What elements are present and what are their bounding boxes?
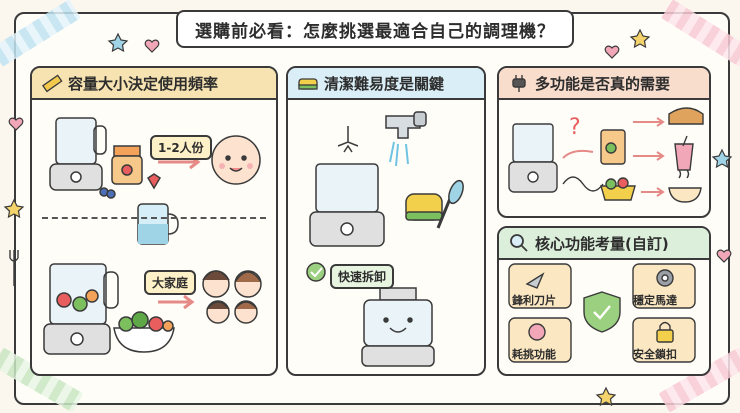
heart-icon bbox=[604, 45, 620, 59]
cleaning-panel-header: 清潔難易度是關鍵 bbox=[288, 68, 484, 100]
feature-label-sharp-blade: 鋒利刀片 bbox=[512, 294, 556, 307]
soup-bowl-icon bbox=[668, 169, 702, 203]
core-features-heading: 核心功能考量(自訂) bbox=[535, 234, 669, 253]
star-icon bbox=[595, 386, 617, 407]
baby-face-icon bbox=[211, 135, 261, 185]
lock-icon bbox=[656, 321, 674, 343]
smiling-blender-illustration bbox=[361, 287, 435, 367]
plug-icon bbox=[512, 75, 526, 92]
star-icon bbox=[711, 148, 733, 169]
feature-label-stable-motor: 穩定馬達 bbox=[633, 294, 677, 307]
blender-base-illustration bbox=[309, 163, 385, 247]
arrow-icon bbox=[158, 294, 195, 310]
cleaning-sponge-icon bbox=[405, 193, 443, 221]
large-blender-illustration bbox=[43, 263, 119, 355]
faucet-icon bbox=[385, 111, 427, 167]
spiral-attachment-icon bbox=[562, 176, 604, 192]
capacity-panel-header: 容量大小決定使用頻率 bbox=[32, 68, 276, 100]
heart-icon bbox=[144, 39, 160, 53]
multi-function-panel-header: 多功能是否真的需要 bbox=[499, 68, 709, 100]
arrow-icon bbox=[562, 149, 594, 159]
juicer-icon bbox=[600, 129, 626, 165]
family-faces-icon bbox=[202, 270, 262, 324]
star-icon bbox=[107, 32, 129, 53]
core-features-panel-header: 核心功能考量(自訂) bbox=[499, 228, 709, 260]
small-serving-tag: 1-2人份 bbox=[150, 135, 212, 160]
multi-function-illustrations: ? bbox=[508, 107, 704, 203]
heart-icon bbox=[8, 117, 24, 131]
feature-tile-blade bbox=[508, 263, 572, 309]
heart-icon bbox=[716, 249, 732, 263]
fork-icon bbox=[9, 250, 19, 286]
check-circle-icon bbox=[306, 262, 326, 282]
shield-check-icon bbox=[583, 291, 621, 333]
vegetable-basket-icon bbox=[600, 177, 636, 201]
small-blender-illustration bbox=[49, 117, 107, 191]
food-processor-illustration bbox=[508, 123, 558, 193]
smoothie-glass-icon bbox=[674, 135, 694, 171]
star-icon bbox=[629, 28, 651, 49]
feature-label-safety-lock: 安全鎖扣 bbox=[633, 348, 677, 361]
capacity-heading: 容量大小決定使用頻率 bbox=[68, 74, 219, 93]
star-icon bbox=[3, 198, 25, 219]
page-title-box: 選購前必看：怎麼挑選最適合自己的調理機？ bbox=[176, 10, 574, 48]
baby-food-jar-illustration bbox=[111, 145, 143, 185]
capacity-divider bbox=[42, 217, 266, 219]
cleaning-brush-icon bbox=[436, 179, 464, 229]
question-mark-icon: ? bbox=[569, 115, 581, 140]
quick-disassembly-tag: 快速拆卸 bbox=[330, 264, 395, 289]
arrow-icon bbox=[633, 151, 665, 161]
capacity-illustrations bbox=[43, 117, 262, 355]
cleaning-heading: 清潔難易度是關鍵 bbox=[324, 74, 445, 93]
arrow-icon bbox=[633, 117, 665, 127]
core-features-illustrations bbox=[508, 263, 696, 363]
bread-icon bbox=[668, 107, 704, 125]
blade-icon bbox=[525, 272, 545, 289]
blender-blade-icon bbox=[337, 126, 359, 153]
gear-icon bbox=[656, 269, 674, 287]
ruler-icon bbox=[42, 74, 63, 93]
page-title: 選購前必看：怎麼挑選最適合自己的調理機？ bbox=[195, 21, 555, 42]
magnifier-icon bbox=[510, 234, 528, 252]
large-family-tag: 大家庭 bbox=[144, 270, 197, 295]
cleaning-illustrations bbox=[306, 111, 464, 367]
sponge-icon bbox=[298, 78, 318, 90]
measuring-cup-icon bbox=[137, 203, 179, 245]
feature-label-pulse: 耗挑功能 bbox=[512, 348, 556, 361]
arrow-icon bbox=[641, 187, 665, 197]
pulse-icon bbox=[528, 323, 546, 341]
multi-function-heading: 多功能是否真的需要 bbox=[535, 74, 671, 93]
salad-bowl-illustration bbox=[113, 311, 175, 353]
